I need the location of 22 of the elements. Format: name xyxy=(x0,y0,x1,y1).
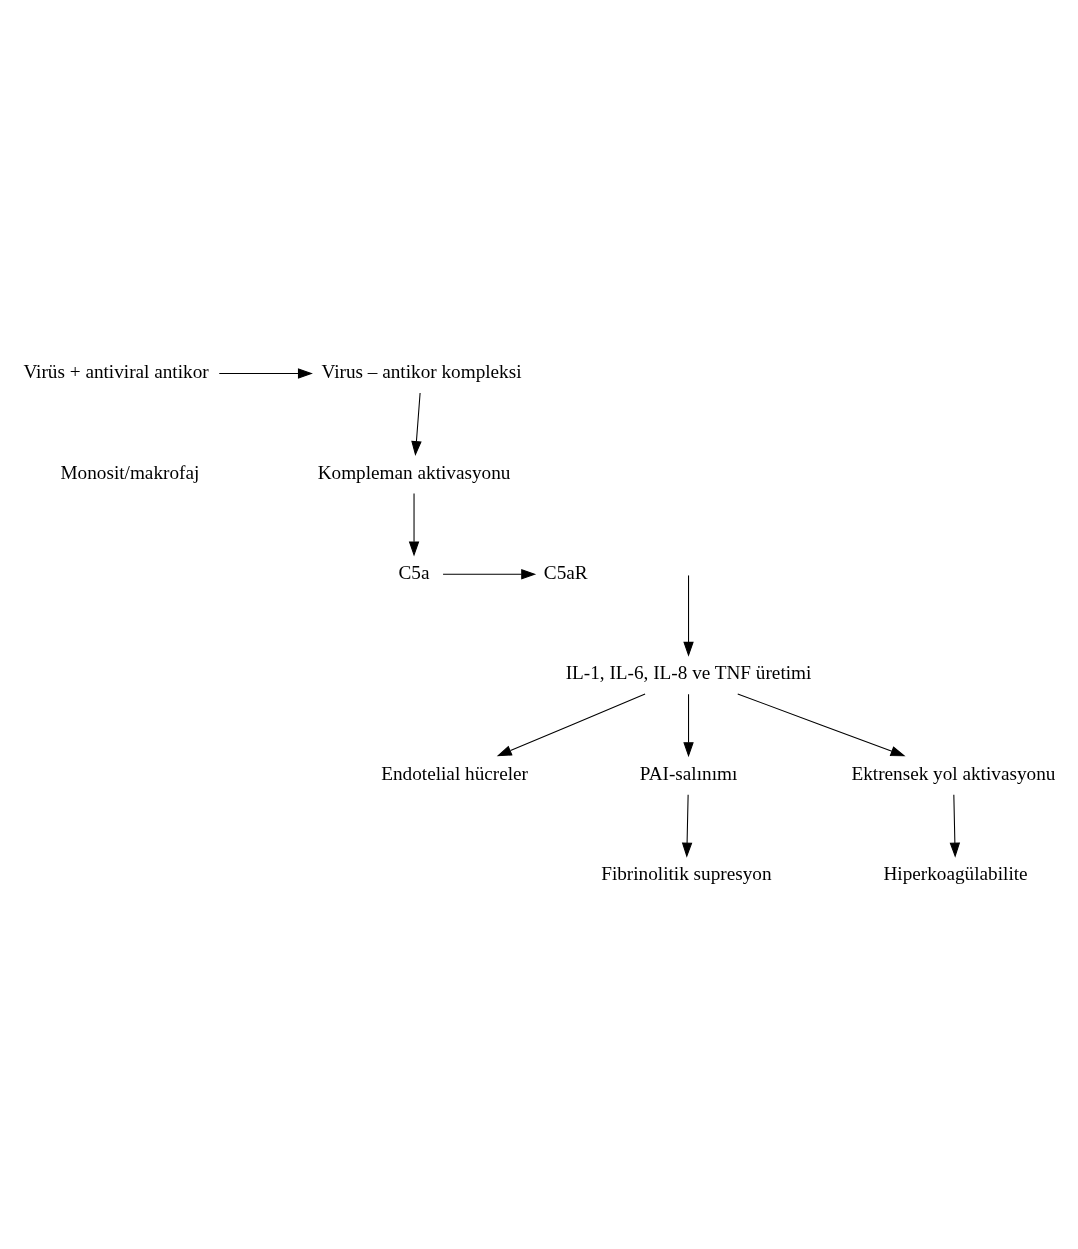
label: Monosit/makrofaj xyxy=(60,461,200,483)
node-text: IL-1, IL-6, IL-8 ve TNF üretimi xyxy=(565,662,812,684)
arrow xyxy=(737,693,906,757)
node-text: Fibrinolitik supresyon xyxy=(601,863,772,885)
node-text: Virus – antikor kompleksi xyxy=(321,361,522,383)
node-text: C5aR xyxy=(543,562,588,583)
arrow xyxy=(681,794,693,858)
node-text: Hiperkoagülabilite xyxy=(883,863,1028,885)
arrow xyxy=(683,574,694,657)
arrow xyxy=(496,693,646,757)
arrow xyxy=(683,693,694,758)
node-text: PAI-salınımı xyxy=(639,762,738,784)
arrow xyxy=(442,569,537,580)
node-text: Ektrensek yol aktivasyonu xyxy=(851,762,1056,784)
node-text: Endotelial hücreler xyxy=(381,762,528,784)
node-text: Kompleman aktivasyonu xyxy=(317,461,511,483)
node-text: Virüs + antiviral antikor xyxy=(23,361,209,383)
arrow xyxy=(408,492,420,557)
arrow xyxy=(411,392,422,457)
arrow xyxy=(949,794,961,858)
node-text: C5a xyxy=(398,562,430,583)
arrow xyxy=(218,368,313,379)
